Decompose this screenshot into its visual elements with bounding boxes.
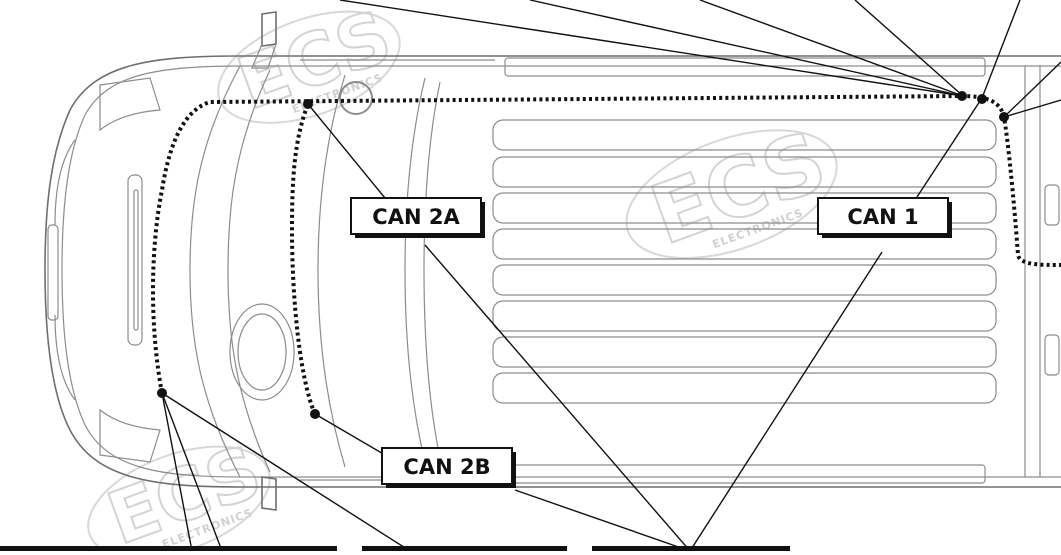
watermark-logo-center: ECS ELECTRONICS — [625, 113, 839, 265]
label-can-2b: CAN 2B — [381, 447, 516, 488]
can2-wire-route — [289, 103, 317, 415]
bottom-callout-bars — [0, 546, 790, 551]
connector-point — [977, 94, 987, 104]
leader-lines — [161, 0, 1061, 552]
label-can-1-text: CAN 1 — [847, 205, 918, 229]
can-wiring — [151, 93, 1061, 415]
watermark-logo-top: ECS ELECTRONICS — [217, 0, 403, 127]
can1-wire-route — [151, 93, 1061, 394]
callout-bar — [362, 546, 567, 551]
label-can-2a-text: CAN 2A — [372, 205, 460, 229]
connector-points — [157, 91, 1009, 419]
callout-bar — [592, 546, 790, 551]
callout-bar — [0, 546, 337, 551]
connector-point — [957, 91, 967, 101]
van-outline — [44, 11, 1061, 511]
label-can-2a: CAN 2A — [350, 197, 485, 238]
watermark-logo-bottom: ECS ELECTRONICS — [87, 428, 273, 555]
label-can-2b-text: CAN 2B — [403, 455, 490, 479]
label-can-1: CAN 1 — [817, 197, 952, 238]
connector-point — [157, 388, 167, 398]
connector-point — [999, 112, 1009, 122]
connector-point — [303, 99, 313, 109]
connector-point — [310, 409, 320, 419]
